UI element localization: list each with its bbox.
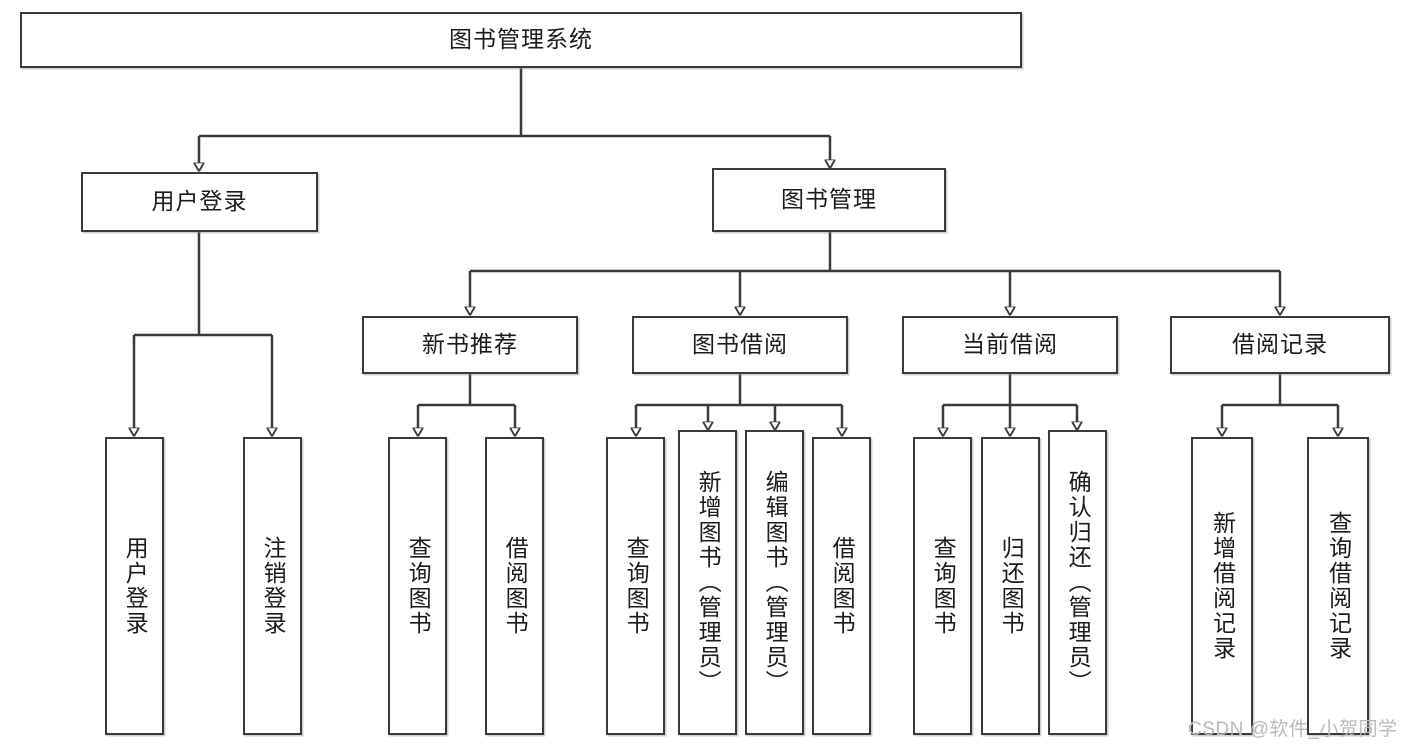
node-label: 查询借阅记录	[1325, 511, 1352, 661]
node-label: 用户登录	[122, 536, 149, 636]
node-leaf-confirm-return[interactable]: 确认归还（管理员）	[1048, 430, 1107, 735]
node-label: 借阅图书	[829, 536, 856, 636]
node-new-book-recommend[interactable]: 新书推荐	[362, 316, 578, 374]
node-label: 图书管理系统	[449, 26, 593, 53]
node-label: 确认归还（管理员）	[1065, 470, 1092, 695]
node-current-borrow[interactable]: 当前借阅	[902, 316, 1118, 374]
node-label: 查询图书	[405, 536, 432, 636]
node-label: 新增借阅记录	[1209, 511, 1236, 661]
node-label: 注销登录	[260, 536, 287, 636]
node-leaf-add-record[interactable]: 新增借阅记录	[1191, 437, 1253, 735]
node-label: 新增图书（管理员）	[695, 470, 722, 695]
node-leaf-borrow-book-1[interactable]: 借阅图书	[485, 437, 544, 735]
node-label: 图书借阅	[692, 331, 788, 358]
node-borrow-record[interactable]: 借阅记录	[1170, 316, 1390, 374]
csdn-watermark: CSDN @软件_小贺同学	[1188, 719, 1398, 740]
node-label: 归还图书	[998, 536, 1025, 636]
node-leaf-return-book[interactable]: 归还图书	[981, 437, 1040, 735]
node-label: 当前借阅	[962, 331, 1058, 358]
node-leaf-logout-login[interactable]: 注销登录	[243, 437, 302, 735]
node-label: 编辑图书（管理员）	[762, 470, 789, 695]
node-label: 查询图书	[930, 536, 957, 636]
node-label: 图书管理	[781, 186, 877, 213]
node-leaf-query-book-2[interactable]: 查询图书	[606, 437, 665, 735]
node-book-borrow[interactable]: 图书借阅	[632, 316, 848, 374]
node-leaf-edit-book[interactable]: 编辑图书（管理员）	[745, 430, 804, 735]
node-user-login[interactable]: 用户登录	[81, 172, 318, 232]
node-leaf-borrow-book-2[interactable]: 借阅图书	[812, 437, 871, 735]
node-book-management-system[interactable]: 图书管理系统	[20, 12, 1022, 68]
node-label: 新书推荐	[422, 331, 518, 358]
node-label: 借阅记录	[1232, 331, 1328, 358]
node-book-manage[interactable]: 图书管理	[712, 168, 946, 232]
node-leaf-add-book[interactable]: 新增图书（管理员）	[678, 430, 737, 735]
node-leaf-user-login[interactable]: 用户登录	[105, 437, 164, 735]
node-leaf-query-book-3[interactable]: 查询图书	[913, 437, 972, 735]
node-label: 用户登录	[151, 188, 248, 215]
node-leaf-query-record[interactable]: 查询借阅记录	[1307, 437, 1369, 735]
node-label: 借阅图书	[502, 536, 529, 636]
node-label: 查询图书	[623, 536, 650, 636]
node-leaf-query-book-1[interactable]: 查询图书	[388, 437, 447, 735]
